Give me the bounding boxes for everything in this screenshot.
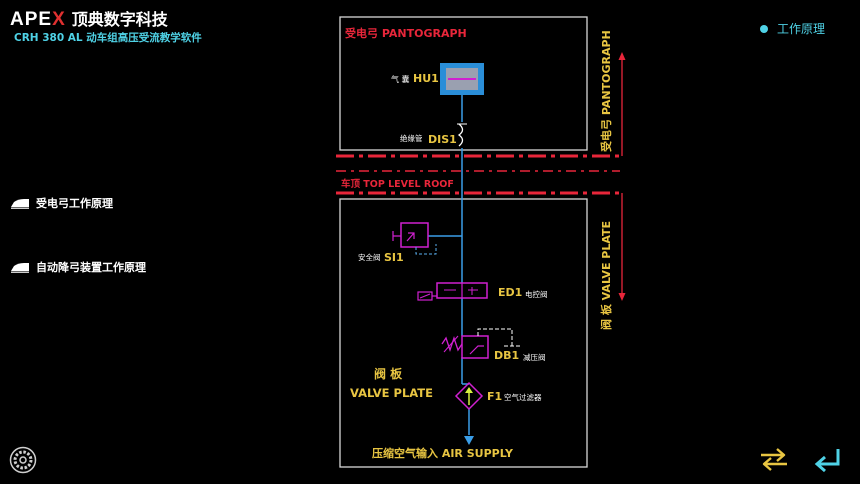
valve-flow	[444, 287, 478, 295]
menu-item-auto-drop-principle[interactable]: 自动降弓装置工作原理	[10, 259, 146, 275]
menu-item-label: 受电弓工作原理	[36, 197, 113, 210]
pantograph-box	[339, 16, 588, 151]
menu-item-label: 自动降弓装置工作原理	[36, 261, 146, 274]
ed1-label: ED1	[498, 286, 522, 299]
valve-arrow	[406, 232, 415, 242]
valve-plate-en-label: VALVE PLATE	[350, 386, 433, 400]
dis1-label: DIS1	[428, 133, 457, 146]
valve-plate-box	[339, 198, 588, 468]
return-arrow-icon[interactable]	[812, 446, 844, 474]
settings-gear-icon[interactable]	[9, 446, 37, 474]
logo-x: X	[52, 9, 66, 30]
side-label-pantograph: 受电弓 PANTOGRAPH	[599, 30, 613, 152]
train-icon	[11, 262, 29, 273]
train-icon	[11, 198, 29, 209]
spring-adjust	[443, 335, 459, 353]
air-supply-label: 压缩空气输入 AIR SUPPLY	[372, 446, 514, 460]
f1-label: F1	[487, 390, 502, 403]
ed1-cn-label: 电控阀	[525, 289, 548, 299]
side-label-valve-plate: 阀 板 VALVE PLATE	[599, 221, 613, 330]
roof-label: 车顶 TOP LEVEL ROOF	[341, 178, 454, 190]
reducer-spring	[441, 335, 463, 353]
menu-item-pantograph-principle[interactable]: 受电弓工作原理	[10, 195, 113, 211]
brand-name: 顶典数字科技	[71, 10, 168, 29]
safety-valve-si1	[400, 222, 429, 248]
db1-cn-label: 减压阀	[523, 352, 546, 362]
pressure-reducer-db1	[461, 335, 489, 359]
pneumatic-diagram: 受电弓 PANTOGRAPH 车顶 TOP LEVEL ROOF 气 囊 HU1…	[336, 16, 626, 468]
air-filter-f1	[454, 381, 484, 411]
reducer-pilot	[477, 328, 520, 347]
valve-plate-cn-label: 阀 板	[374, 366, 403, 381]
swap-arrows-icon[interactable]	[758, 446, 790, 472]
reducer-arrow	[469, 345, 484, 355]
app-subtitle: CRH 380 AL 动车组高压受流教学软件	[14, 32, 202, 44]
working-principle-indicator[interactable]: 工作原理	[760, 20, 825, 37]
insulator-dis1	[457, 123, 464, 147]
valve-spring	[392, 231, 401, 241]
status-dot	[760, 24, 768, 33]
db1-label: DB1	[494, 349, 519, 362]
pantograph-section-title: 受电弓 PANTOGRAPH	[345, 26, 467, 40]
si1-label: SI1	[384, 251, 404, 264]
si1-cn-label: 安全阀	[358, 252, 381, 262]
arrowhead-up	[618, 52, 626, 60]
hu1-label: HU1	[413, 72, 439, 85]
pilot-line	[415, 244, 437, 255]
f1-cn-label: 空气过滤器	[504, 392, 542, 402]
solenoid-mark	[419, 293, 431, 299]
arrowhead-down	[618, 293, 626, 301]
dis1-cn-label: 绝缘管	[400, 133, 423, 143]
company-logo: APEX 顶典数字科技	[10, 6, 168, 31]
logo-text: APE	[10, 9, 53, 30]
working-principle-label: 工作原理	[777, 22, 826, 36]
air-inlet-arrow	[464, 436, 474, 445]
filter-arrowhead	[465, 387, 473, 393]
hu1-cn-label: 气 囊	[391, 74, 410, 84]
